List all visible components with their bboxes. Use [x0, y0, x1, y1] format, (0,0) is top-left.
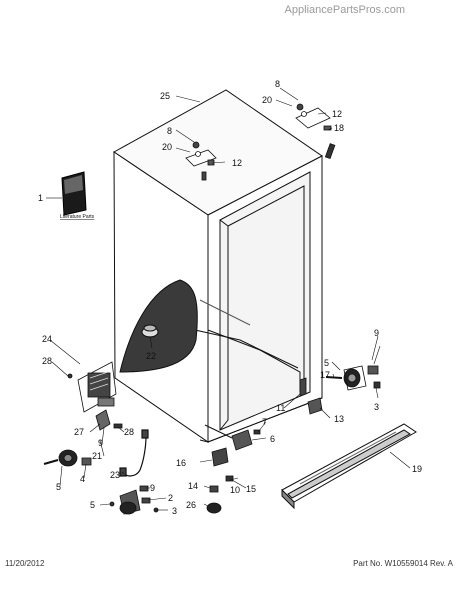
leader-lines — [46, 87, 411, 511]
callout-17: 17 — [320, 370, 330, 380]
literature-parts-booklet: Literature Parts — [60, 171, 95, 220]
callout-21: 21 — [92, 451, 102, 461]
callout-7: 7 — [262, 417, 267, 427]
callout-3: 3 — [172, 506, 177, 516]
callout-16: 16 — [176, 458, 186, 468]
top-hinge-assembly — [295, 103, 336, 160]
site-watermark: AppliancePartsPros.com — [284, 4, 405, 16]
callout-23: 23 — [110, 470, 120, 480]
callout-28: 28 — [124, 427, 134, 437]
callout-13: 13 — [334, 414, 344, 424]
callout-11: 11 — [276, 403, 285, 413]
callout-19: 19 — [412, 464, 422, 474]
callout-20: 20 — [162, 142, 172, 152]
callout-6: 6 — [270, 434, 275, 444]
callout-8: 8 — [275, 79, 280, 89]
cutaway-view — [119, 279, 198, 373]
callout-28: 28 — [42, 356, 52, 366]
callout-15: 15 — [246, 484, 256, 494]
callout-5: 5 — [324, 358, 329, 368]
center-lower-brackets — [206, 429, 261, 514]
toe-grille — [281, 423, 417, 510]
callout-labels: 25 8 20 12 18 8 20 12 1 24 28 22 9 5 17 … — [38, 79, 422, 516]
callout-9: 9 — [98, 438, 103, 448]
callout-26: 26 — [186, 500, 196, 510]
callout-5: 5 — [90, 500, 95, 510]
left-rear-roller-assembly — [109, 485, 159, 515]
mid-hinge-assembly — [185, 141, 217, 181]
callout-3: 3 — [374, 402, 379, 412]
callout-24: 24 — [42, 334, 52, 344]
callout-8: 8 — [167, 126, 172, 136]
cabinet — [113, 89, 323, 443]
callout-18: 18 — [334, 123, 344, 133]
callout-20: 20 — [262, 95, 272, 105]
literature-parts-label: Literature Parts — [60, 214, 95, 220]
callout-27: 27 — [74, 427, 84, 437]
right-roller-assembly — [325, 365, 381, 391]
wiring-harness — [119, 429, 149, 477]
right-lower-bracket — [299, 377, 323, 415]
left-front-roller-assembly — [43, 409, 123, 467]
callout-10: 10 — [230, 485, 240, 495]
footer-part-info: Part No. W10559014 Rev. A — [353, 559, 453, 568]
left-grille-bracket — [67, 361, 117, 413]
callout-9: 9 — [150, 483, 155, 493]
callout-5: 5 — [56, 482, 61, 492]
footer-date: 11/20/2012 — [5, 559, 45, 568]
callout-2: 2 — [168, 493, 173, 503]
callout-1: 1 — [38, 193, 43, 203]
callout-22: 22 — [146, 351, 156, 361]
callout-25: 25 — [160, 91, 170, 101]
callout-12: 12 — [232, 158, 242, 168]
callout-9: 9 — [374, 328, 379, 338]
callout-12: 12 — [332, 109, 342, 119]
callout-4: 4 — [80, 474, 85, 484]
callout-14: 14 — [188, 481, 198, 491]
